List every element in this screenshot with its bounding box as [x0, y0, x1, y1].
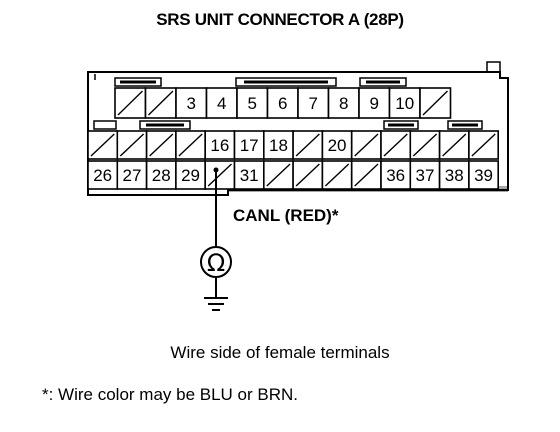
empty-terminal — [204, 160, 236, 190]
terminal-number: 3 — [187, 94, 196, 113]
unused-slot-mark — [422, 90, 448, 116]
terminal-number: 10 — [395, 94, 414, 113]
terminal-9: 9 — [358, 87, 391, 119]
probe-point — [213, 167, 219, 173]
terminal-number: 31 — [240, 166, 259, 185]
terminal-number: 26 — [93, 166, 112, 185]
unused-slot-mark — [295, 133, 320, 157]
empty-terminal — [116, 130, 148, 160]
empty-terminal — [175, 130, 206, 160]
terminal-number: 39 — [474, 166, 493, 185]
empty-terminal — [262, 160, 294, 190]
unused-slot-mark — [148, 90, 174, 116]
terminal-6: 6 — [266, 87, 299, 119]
wire-label: CANL (RED)* — [233, 206, 339, 225]
diagram-title: SRS UNIT CONNECTOR A (28P) — [156, 10, 404, 29]
terminal-number: 18 — [269, 136, 288, 155]
unused-slot-mark — [354, 133, 379, 157]
empty-terminal — [438, 130, 470, 160]
terminal-8: 8 — [327, 87, 360, 119]
terminal-grid: 3 4 5 6 7 8 9 10 16 17 18 20 26 27 28 29 31 36 37 38 39 — [87, 87, 499, 190]
unused-slot-mark — [149, 133, 174, 157]
unused-slot-mark — [119, 133, 145, 157]
empty-terminal — [145, 130, 177, 160]
terminal-number: 6 — [278, 94, 287, 113]
unused-slot-mark — [90, 133, 115, 157]
empty-terminal — [144, 87, 177, 119]
empty-terminal — [380, 130, 412, 160]
empty-terminal — [87, 130, 119, 160]
terminal-36: 36 — [380, 160, 412, 190]
terminal-5: 5 — [236, 87, 269, 119]
terminal-number: 8 — [339, 94, 348, 113]
terminal-number: 17 — [240, 136, 259, 155]
empty-terminal — [114, 87, 147, 119]
terminal-29: 29 — [175, 160, 206, 190]
footnote: *: Wire color may be BLU or BRN. — [42, 385, 299, 404]
unused-slot-mark — [471, 133, 496, 157]
terminal-number: 20 — [328, 136, 347, 155]
terminal-17: 17 — [233, 130, 265, 160]
terminal-number: 38 — [445, 166, 464, 185]
terminal-7: 7 — [297, 87, 330, 119]
empty-terminal — [321, 160, 353, 190]
terminal-number: 37 — [415, 166, 434, 185]
unused-slot-mark — [383, 133, 408, 157]
terminal-number: 36 — [386, 166, 405, 185]
terminal-18: 18 — [262, 130, 294, 160]
terminal-number: 27 — [122, 166, 141, 185]
empty-terminal — [292, 160, 324, 190]
terminal-28: 28 — [145, 160, 177, 190]
terminal-3: 3 — [175, 87, 208, 119]
view-note: Wire side of female terminals — [170, 343, 390, 362]
unused-slot-mark — [178, 133, 203, 157]
terminal-4: 4 — [205, 87, 238, 119]
unused-slot-mark — [207, 163, 232, 187]
unused-slot-mark — [295, 163, 320, 187]
unused-slot-mark — [412, 133, 438, 157]
empty-terminal — [292, 130, 324, 160]
unused-slot-mark — [442, 133, 467, 157]
terminal-number: 5 — [248, 94, 257, 113]
terminal-10: 10 — [388, 87, 421, 119]
terminal-20: 20 — [321, 130, 353, 160]
terminal-number: 4 — [217, 94, 226, 113]
terminal-number: 16 — [210, 136, 229, 155]
terminal-38: 38 — [438, 160, 470, 190]
terminal-number: 9 — [370, 94, 379, 113]
connector-housing — [87, 61, 509, 196]
unused-slot-mark — [324, 163, 350, 187]
terminal-26: 26 — [87, 160, 119, 190]
terminal-number: 29 — [181, 166, 200, 185]
terminal-number: 28 — [152, 166, 171, 185]
ohmmeter-icon: Ω — [200, 246, 232, 278]
unused-slot-mark — [266, 163, 291, 187]
empty-terminal — [468, 130, 499, 160]
unused-slot-mark — [354, 163, 379, 187]
terminal-37: 37 — [409, 160, 441, 190]
meter-symbol: Ω — [207, 249, 225, 277]
terminal-39: 39 — [468, 160, 499, 190]
empty-terminal — [350, 160, 382, 190]
unused-slot-mark — [117, 90, 143, 116]
ground-icon — [204, 297, 228, 311]
empty-terminal — [350, 130, 382, 160]
empty-terminal — [419, 87, 452, 119]
empty-terminal — [409, 130, 441, 160]
terminal-31: 31 — [233, 160, 265, 190]
terminal-27: 27 — [116, 160, 148, 190]
terminal-number: 7 — [309, 94, 318, 113]
terminal-16: 16 — [204, 130, 236, 160]
